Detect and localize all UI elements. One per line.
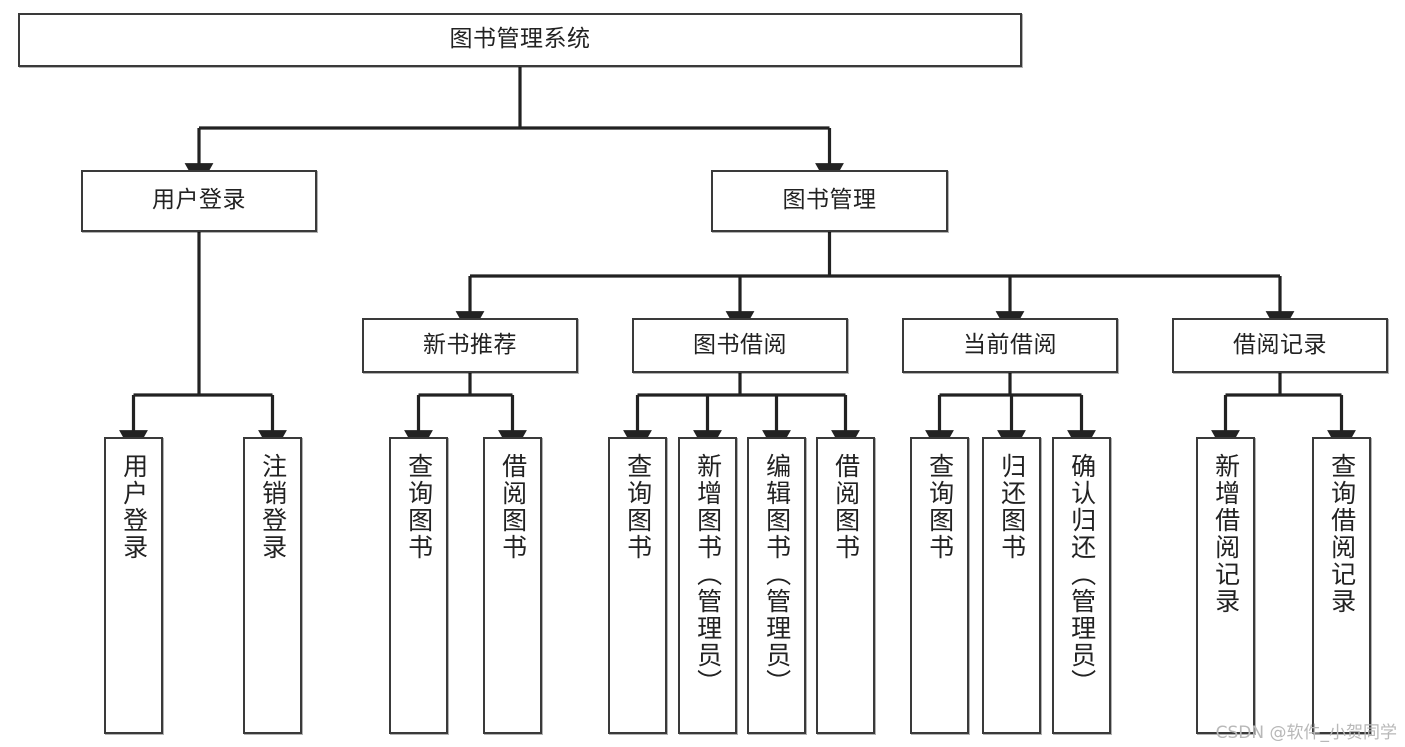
node-label: 新增图书（管理员）: [693, 453, 723, 696]
node-label: 查询图书: [623, 453, 653, 561]
node-leaf-logout[interactable]: 注销登录: [243, 437, 302, 734]
node-book-manage[interactable]: 图书管理: [711, 170, 948, 232]
node-leaf-query-book-2[interactable]: 查询图书: [608, 437, 667, 734]
node-borrow-record[interactable]: 借阅记录: [1172, 318, 1388, 373]
node-label: 用户登录: [119, 453, 149, 561]
node-new-book-rec[interactable]: 新书推荐: [362, 318, 578, 373]
node-leaf-query-book-3[interactable]: 查询图书: [910, 437, 969, 734]
node-leaf-edit-book[interactable]: 编辑图书（管理员）: [747, 437, 806, 734]
node-label: 用户登录: [152, 187, 246, 214]
node-label: 编辑图书（管理员）: [762, 453, 792, 696]
node-label: 图书管理系统: [449, 26, 591, 53]
node-leaf-borrow-book-1[interactable]: 借阅图书: [483, 437, 542, 734]
node-label: 新增借阅记录: [1211, 453, 1241, 615]
node-label: 借阅记录: [1233, 331, 1327, 358]
node-leaf-borrow-book-2[interactable]: 借阅图书: [816, 437, 875, 734]
node-user-login[interactable]: 用户登录: [81, 170, 317, 232]
node-leaf-query-book-1[interactable]: 查询图书: [389, 437, 448, 734]
node-book-borrow[interactable]: 图书借阅: [632, 318, 848, 373]
node-leaf-query-record[interactable]: 查询借阅记录: [1312, 437, 1371, 734]
node-label: 借阅图书: [498, 453, 528, 561]
node-label: 图书借阅: [693, 331, 787, 358]
node-label: 注销登录: [258, 453, 288, 561]
node-label: 当前借阅: [963, 331, 1057, 358]
node-root[interactable]: 图书管理系统: [18, 13, 1022, 67]
node-leaf-return-book[interactable]: 归还图书: [982, 437, 1041, 734]
node-label: 归还图书: [997, 453, 1027, 561]
node-leaf-confirm-return[interactable]: 确认归还（管理员）: [1052, 437, 1111, 734]
node-leaf-user-login[interactable]: 用户登录: [104, 437, 163, 734]
node-leaf-add-record[interactable]: 新增借阅记录: [1196, 437, 1255, 734]
node-label: 查询图书: [925, 453, 955, 561]
node-label: 借阅图书: [831, 453, 861, 561]
node-leaf-add-book[interactable]: 新增图书（管理员）: [678, 437, 737, 734]
node-current-borrow[interactable]: 当前借阅: [902, 318, 1118, 373]
node-label: 图书管理: [782, 187, 877, 214]
node-label: 确认归还（管理员）: [1067, 453, 1097, 696]
node-label: 查询图书: [404, 453, 434, 561]
node-label: 查询借阅记录: [1327, 453, 1357, 615]
node-label: 新书推荐: [423, 331, 517, 358]
